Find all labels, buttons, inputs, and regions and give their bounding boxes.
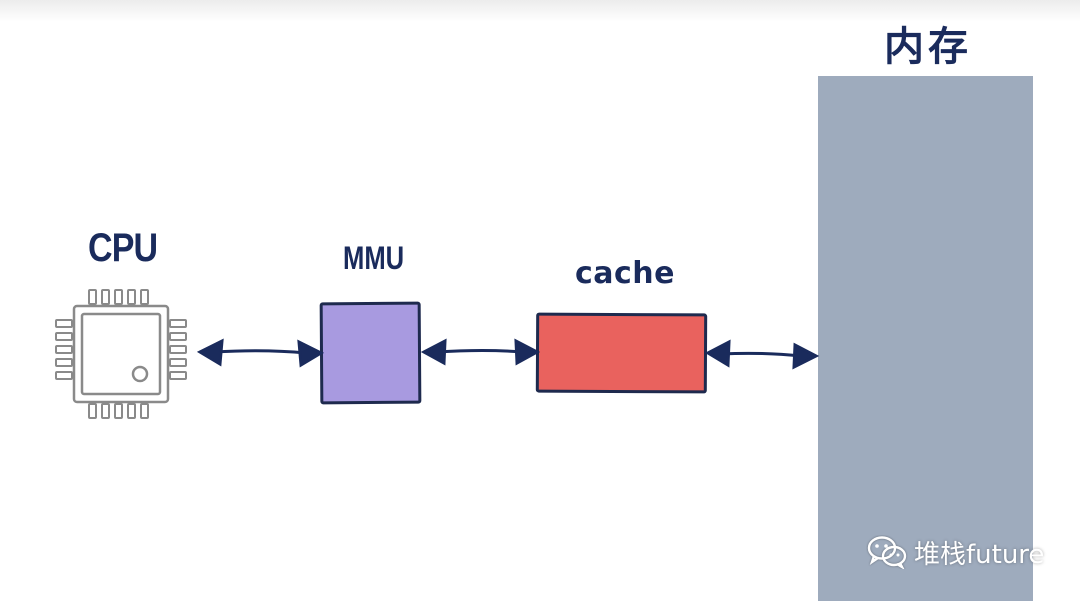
cpu-label: CPU bbox=[88, 226, 158, 270]
arrow-cpu-mmu bbox=[196, 338, 325, 368]
wechat-icon bbox=[867, 536, 907, 569]
cache-label: cache bbox=[575, 256, 676, 291]
cpu-chip-icon bbox=[55, 289, 187, 419]
arrow-mmu-cache bbox=[420, 338, 541, 366]
top-shadow bbox=[0, 0, 1080, 22]
mmu-label: MMU bbox=[343, 240, 405, 276]
watermark-text: 堆栈future bbox=[914, 539, 1045, 570]
memory-block bbox=[818, 76, 1033, 601]
arrow-cache-memory bbox=[704, 339, 820, 370]
watermark: 堆栈future bbox=[866, 534, 1044, 570]
memory-label: 内存 bbox=[884, 24, 972, 70]
